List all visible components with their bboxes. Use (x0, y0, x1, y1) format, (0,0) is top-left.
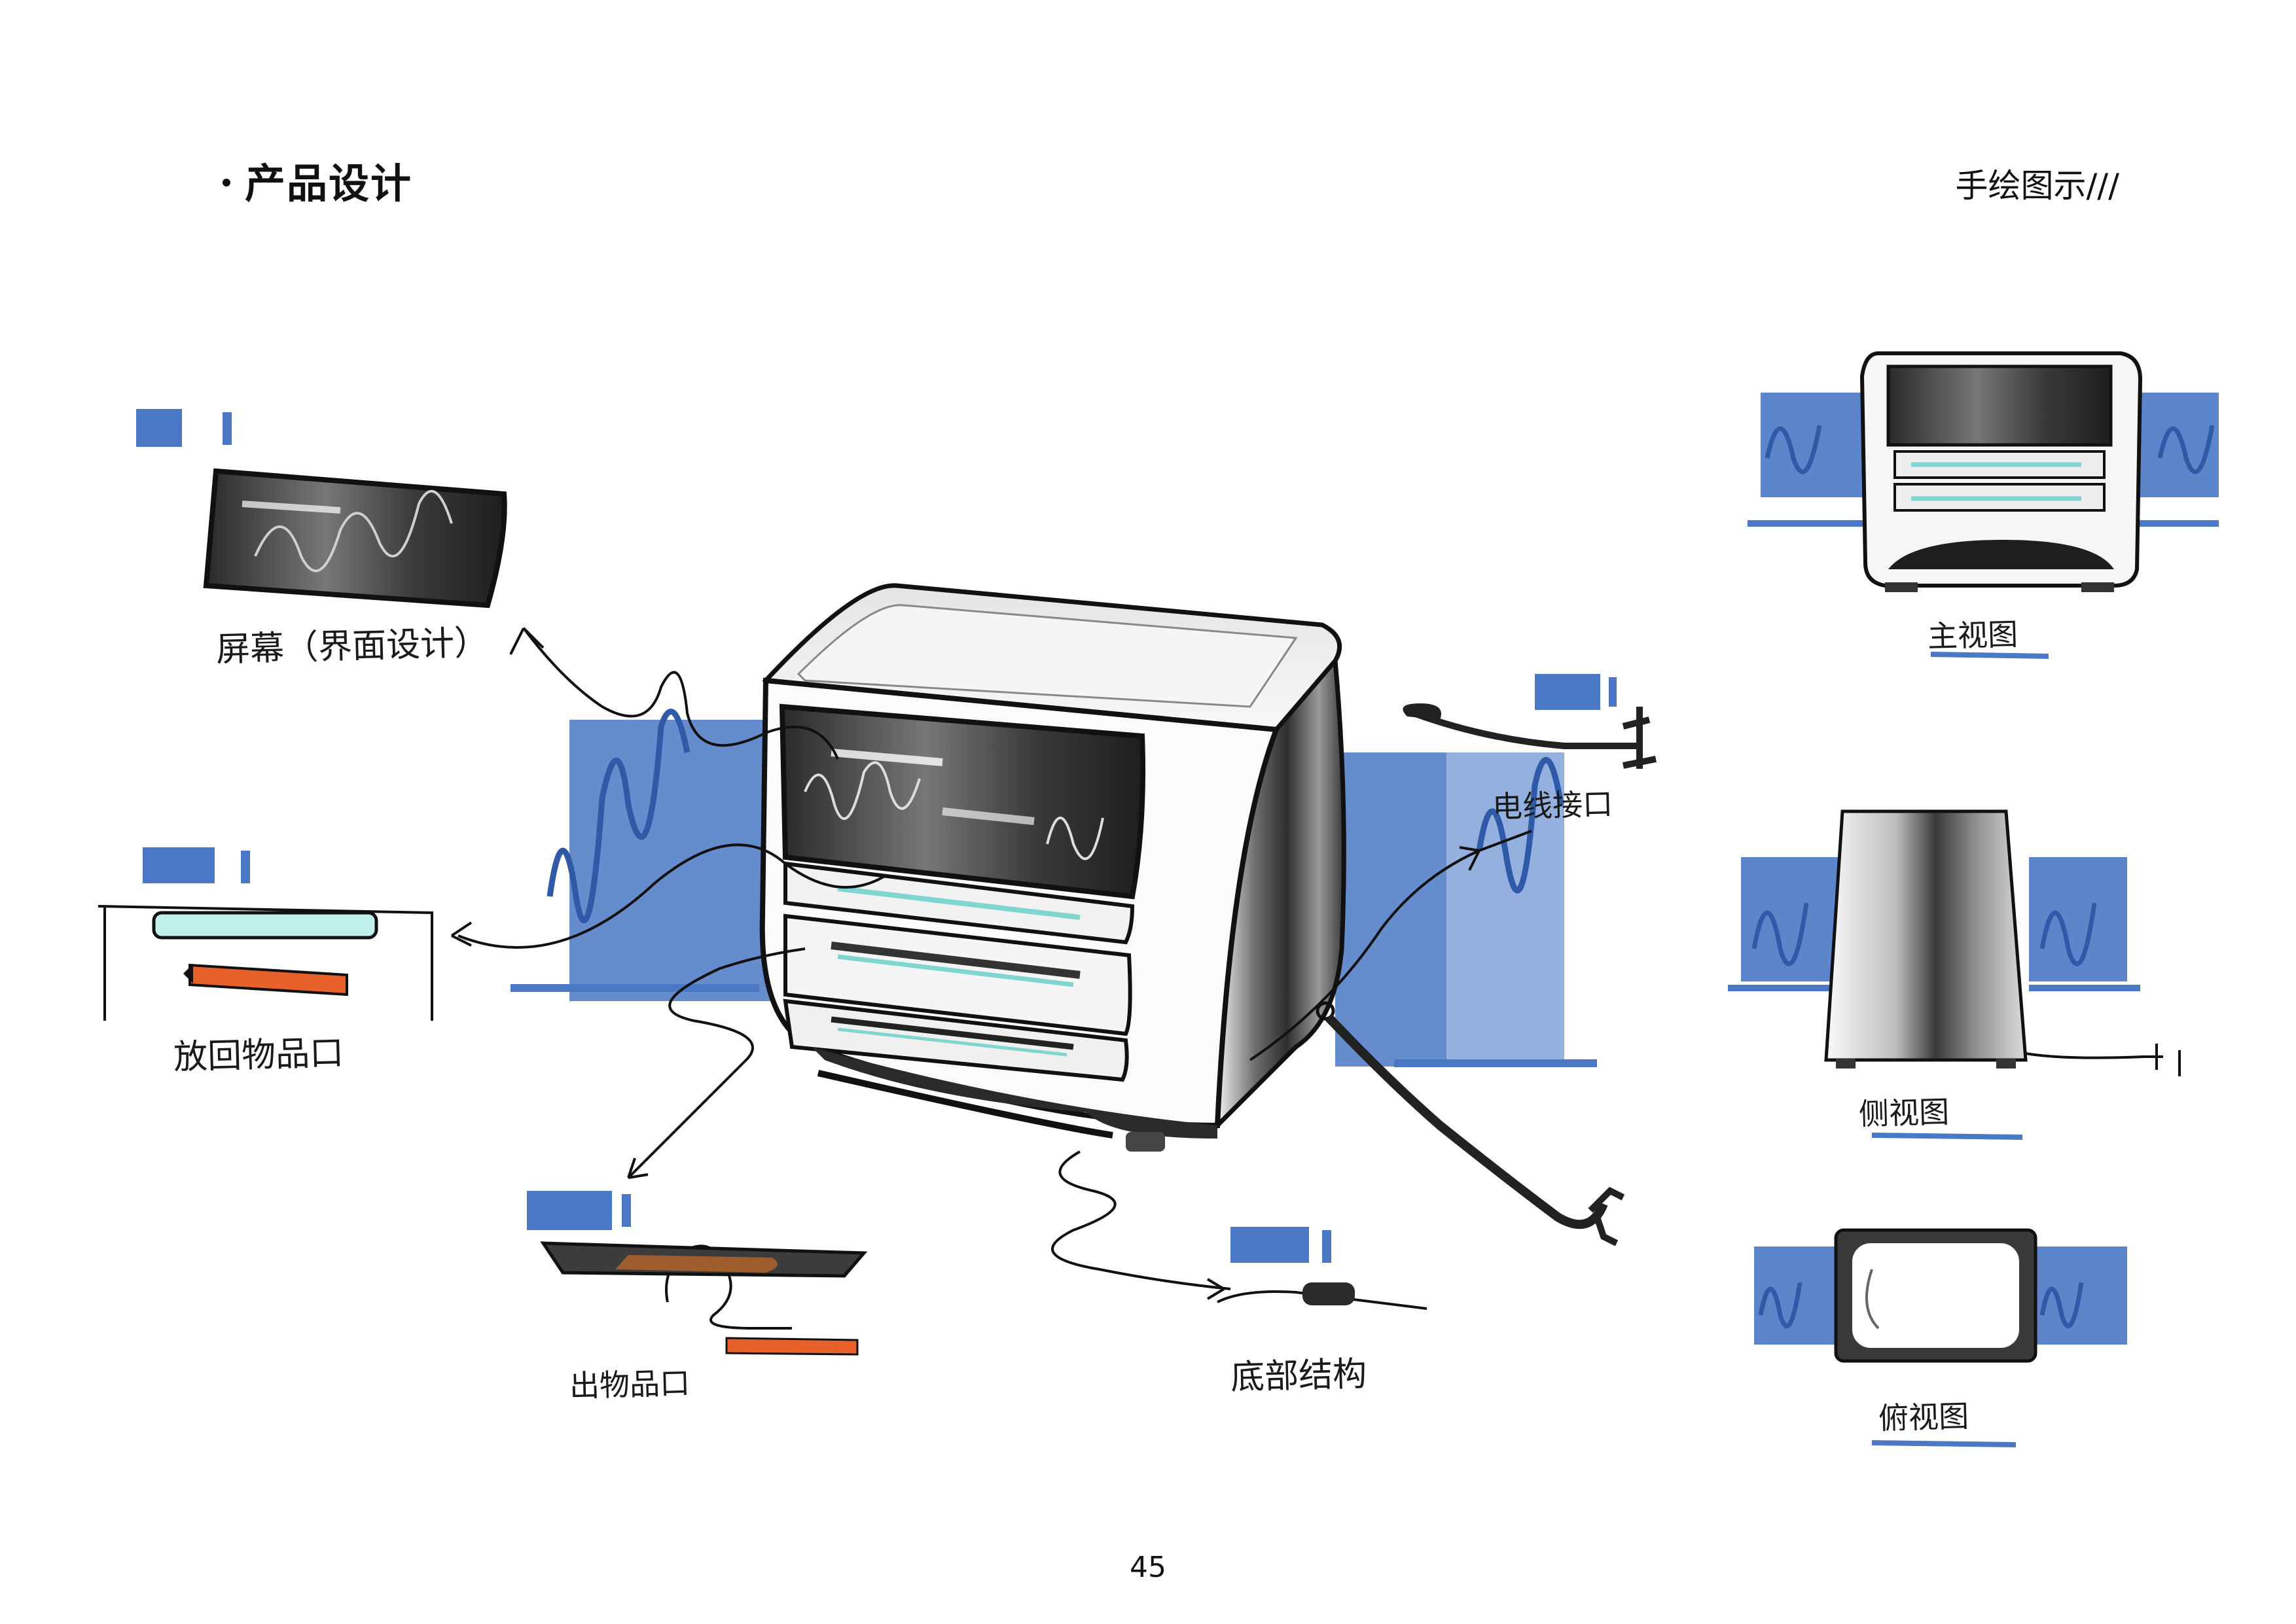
main-product-sketch (759, 583, 1346, 1152)
callout-power-port-label: 电线接口 (1492, 786, 1613, 825)
callout-screen-label: 屏幕（界面设计） (215, 623, 489, 670)
callout-return-slot-label: 放回物品口 (173, 1033, 344, 1078)
callout-output-slot-label: 出物品口 (569, 1365, 691, 1404)
section-heading: 产品设计 (223, 150, 412, 209)
output-slot-detail-sketch (527, 1191, 868, 1356)
return-slot-detail-sketch (98, 847, 433, 1021)
bullet-dot (223, 178, 230, 186)
screen-detail-sketch (136, 409, 507, 609)
page-number: 45 (1130, 1551, 1166, 1584)
callout-base-structure-label: 底部结构 (1230, 1354, 1367, 1398)
side-view-sketch (1728, 809, 2181, 1140)
section-title: 产品设计 (245, 160, 413, 207)
header-right-label: 手绘图示/// (1955, 167, 2119, 205)
top-view-sketch (1754, 1228, 2127, 1447)
side-view-label: 侧视图 (1858, 1094, 1950, 1132)
front-view-sketch (1748, 351, 2219, 659)
front-view-label: 主视图 (1927, 616, 2018, 654)
power-cable (1325, 703, 1657, 1246)
top-view-label: 俯视图 (1878, 1398, 1969, 1436)
base-structure-detail-sketch (1217, 1227, 1427, 1310)
power-port-tag (1535, 674, 1617, 710)
